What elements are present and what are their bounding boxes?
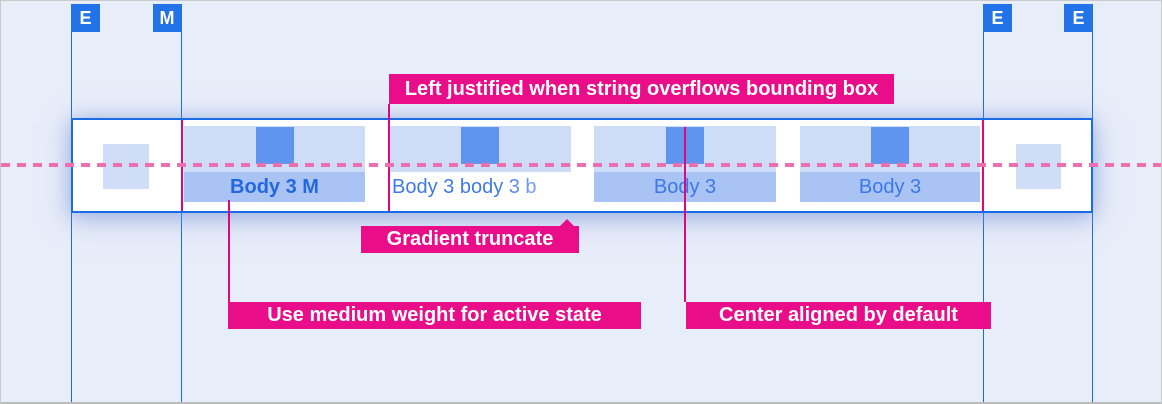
guide-line-edge-left: [70, 31, 72, 402]
overflow-pointer-line: [388, 104, 390, 211]
tab-label: Body 3 body 3 b: [389, 172, 571, 202]
tab-label: Body 3 M: [184, 171, 365, 202]
tab-label: Body 3: [800, 171, 980, 202]
marker-label: E: [991, 7, 1004, 28]
guide-line-margin-left: [180, 31, 182, 402]
marker-label: E: [79, 7, 92, 28]
marker-label: E: [1072, 7, 1085, 28]
annotation-gradient-truncate: Gradient truncate: [361, 219, 579, 253]
guide-line-edge-right: [1091, 31, 1093, 402]
spacing-marker-e-left: E: [71, 4, 100, 32]
spacing-marker-e-right-inner: E: [983, 4, 1012, 32]
active-state-pointer-line: [227, 200, 230, 302]
marker-label: M: [159, 7, 175, 28]
callout-arrow-up-icon: [559, 219, 575, 227]
baseline-dashed-line: [1, 163, 1161, 167]
spacing-marker-m: M: [152, 4, 182, 32]
annotation-text: Center aligned by default: [719, 304, 958, 326]
tab-spacing-square: [461, 127, 499, 164]
tab-spacing-square: [871, 127, 909, 164]
tab-spacing-square: [255, 127, 294, 164]
annotation-text: Use medium weight for active state: [267, 304, 602, 326]
spacing-marker-e-right-outer: E: [1064, 4, 1093, 32]
guide-line-content-end: [982, 31, 984, 402]
annotation-center-aligned: Center aligned by default: [686, 302, 991, 329]
annotation-medium-weight: Use medium weight for active state: [228, 302, 641, 329]
annotation-text: Left justified when string overflows bou…: [404, 77, 879, 100]
annotation-left-justified: Left justified when string overflows bou…: [389, 74, 894, 104]
center-align-pointer-line: [684, 127, 686, 302]
annotation-text: Gradient truncate: [386, 228, 554, 250]
